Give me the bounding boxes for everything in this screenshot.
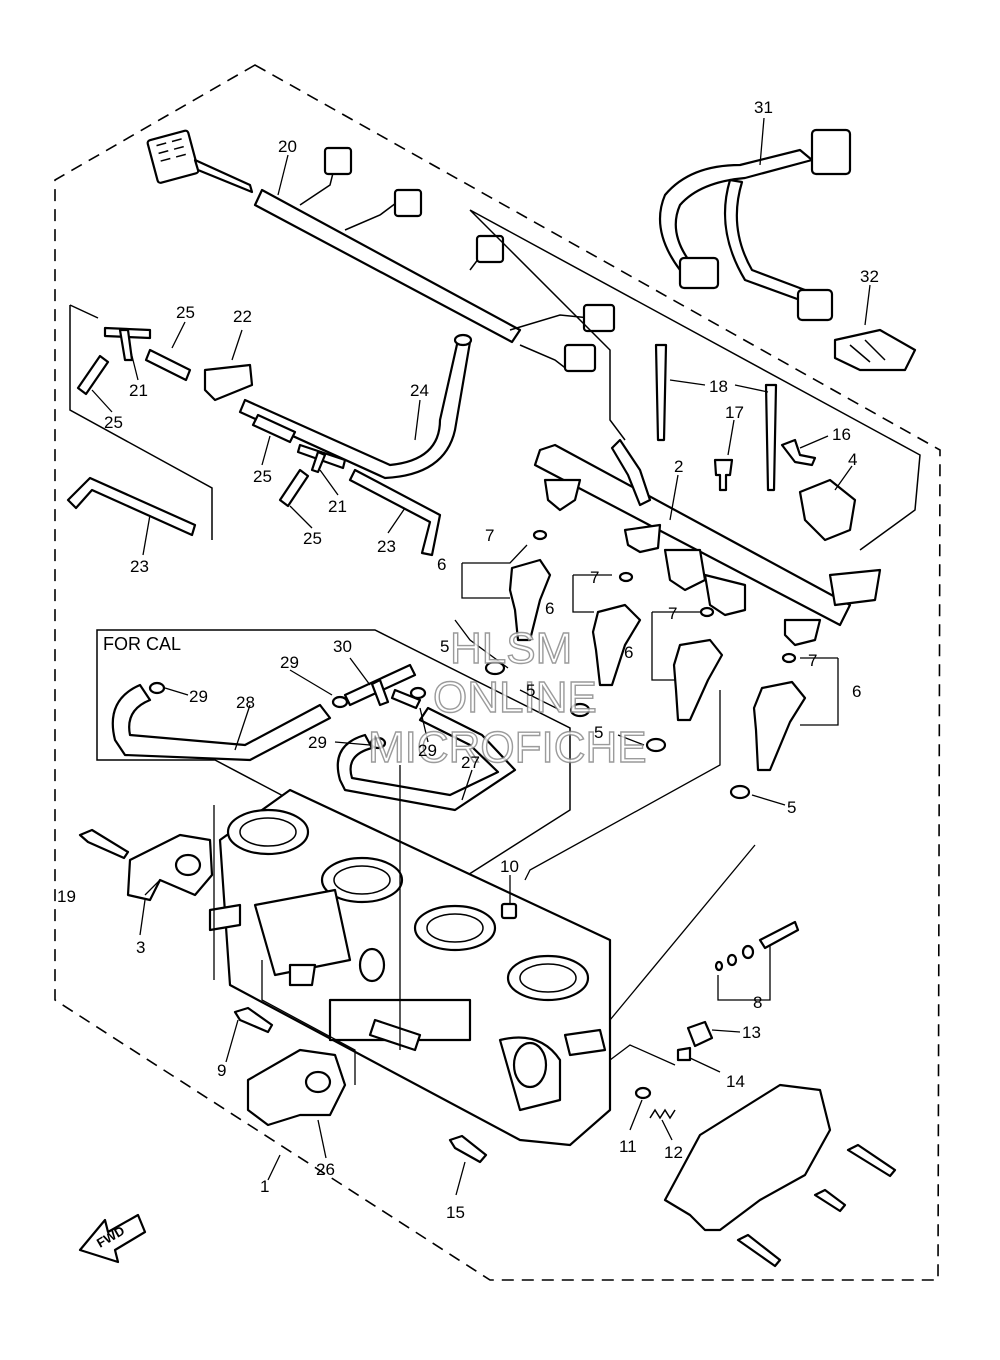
watermark-line-2: ONLINE xyxy=(433,673,597,722)
callout-26: 26 xyxy=(316,1160,335,1179)
callout-30: 30 xyxy=(333,637,352,656)
forward-arrow: FWD xyxy=(78,1213,147,1264)
fuel-rail-2 xyxy=(533,438,882,647)
callout-17: 17 xyxy=(725,403,744,422)
screw-19 xyxy=(78,828,130,860)
for-cal-box xyxy=(96,629,571,886)
callout-15: 15 xyxy=(446,1203,465,1222)
callout-10: 10 xyxy=(500,857,519,876)
callout-18: 18 xyxy=(709,377,728,396)
leader-lines xyxy=(91,117,871,1196)
callout-7: 7 xyxy=(808,651,817,670)
injector-6b xyxy=(569,571,642,718)
callout-6: 6 xyxy=(545,599,554,618)
sensor-26-hub xyxy=(304,1070,332,1094)
callout-6: 6 xyxy=(624,643,633,662)
callout-14: 14 xyxy=(726,1072,745,1091)
spring-12 xyxy=(649,1108,676,1120)
callout-29: 29 xyxy=(308,733,327,752)
callout-29: 29 xyxy=(418,741,437,760)
callout-7: 7 xyxy=(668,604,677,623)
throttle-body-1 xyxy=(208,788,612,1147)
callout-1: 1 xyxy=(260,1177,269,1196)
callout-5: 5 xyxy=(787,798,796,817)
callout-23: 23 xyxy=(130,557,149,576)
screw-16 xyxy=(780,438,817,467)
callout-5: 5 xyxy=(440,637,449,656)
callout-25: 25 xyxy=(253,467,272,486)
hose-23-left xyxy=(66,476,197,537)
callout-23: 23 xyxy=(377,537,396,556)
hose-24 xyxy=(238,333,473,480)
hose-clip-32 xyxy=(833,328,917,372)
callout-25: 25 xyxy=(176,303,195,322)
callout-27: 27 xyxy=(461,753,480,772)
bolt-17 xyxy=(713,458,734,492)
cap-13 xyxy=(686,1020,714,1048)
watermark-line-3: MICROFICHE xyxy=(368,723,647,772)
sensor-4 xyxy=(798,478,857,542)
sensor-3 xyxy=(126,833,214,902)
callout-21: 21 xyxy=(129,381,148,400)
callout-29: 29 xyxy=(280,653,299,672)
injector-6a xyxy=(484,529,552,676)
injector-6c xyxy=(645,606,724,753)
callout-19: 19 xyxy=(57,887,76,906)
injector-6d xyxy=(729,652,807,800)
for-cal-note: FOR CAL xyxy=(103,634,181,654)
hose-27 xyxy=(336,706,517,812)
callout-31: 31 xyxy=(754,98,773,117)
hose-fitting-group xyxy=(69,304,442,557)
callout-13: 13 xyxy=(742,1023,761,1042)
washer-11 xyxy=(634,1086,652,1100)
screw-set-8 xyxy=(714,920,800,1001)
callout-5: 5 xyxy=(594,723,603,742)
hose-28 xyxy=(111,683,332,762)
callout-16: 16 xyxy=(832,425,851,444)
callout-22: 22 xyxy=(233,307,252,326)
callout-25: 25 xyxy=(104,413,123,432)
assembly-boundary xyxy=(54,64,941,1281)
callout-25: 25 xyxy=(303,529,322,548)
screw-9 xyxy=(233,1006,274,1034)
callout-8: 8 xyxy=(753,993,762,1012)
fitting-30 xyxy=(343,663,422,710)
nut-10 xyxy=(500,902,518,920)
callout-12: 12 xyxy=(664,1143,683,1162)
clips-29 xyxy=(148,681,427,750)
callout-4: 4 xyxy=(848,450,857,469)
callout-3: 3 xyxy=(136,938,145,957)
screw-15 xyxy=(448,1134,488,1164)
callout-5: 5 xyxy=(526,681,535,700)
fuel-rail-boundary xyxy=(469,209,921,551)
callout-9: 9 xyxy=(217,1061,226,1080)
sensor-26 xyxy=(246,1048,347,1127)
sensor-3-hub xyxy=(174,853,202,877)
callout-6: 6 xyxy=(852,682,861,701)
injector-leaders xyxy=(454,544,839,806)
callout-20: 20 xyxy=(278,137,297,156)
callout-7: 7 xyxy=(485,526,494,545)
callout-labels: 31 32 20 25 22 21 25 24 18 17 16 4 2 25 … xyxy=(57,98,879,1222)
bracket-cover xyxy=(663,1083,897,1268)
cable-tie-18 xyxy=(654,343,778,492)
callout-11: 11 xyxy=(619,1137,637,1156)
callout-29: 29 xyxy=(189,687,208,706)
callout-6: 6 xyxy=(437,555,446,574)
callout-24: 24 xyxy=(410,381,429,400)
callout-2: 2 xyxy=(674,457,683,476)
watermark-line-1: HLSM xyxy=(450,624,572,673)
callout-32: 32 xyxy=(860,267,879,286)
callout-7: 7 xyxy=(590,568,599,587)
wire-harness-20 xyxy=(146,129,616,373)
callout-21: 21 xyxy=(328,497,347,516)
clip-14 xyxy=(676,1046,692,1062)
fuel-hose-31 xyxy=(658,128,852,322)
callout-28: 28 xyxy=(236,693,255,712)
